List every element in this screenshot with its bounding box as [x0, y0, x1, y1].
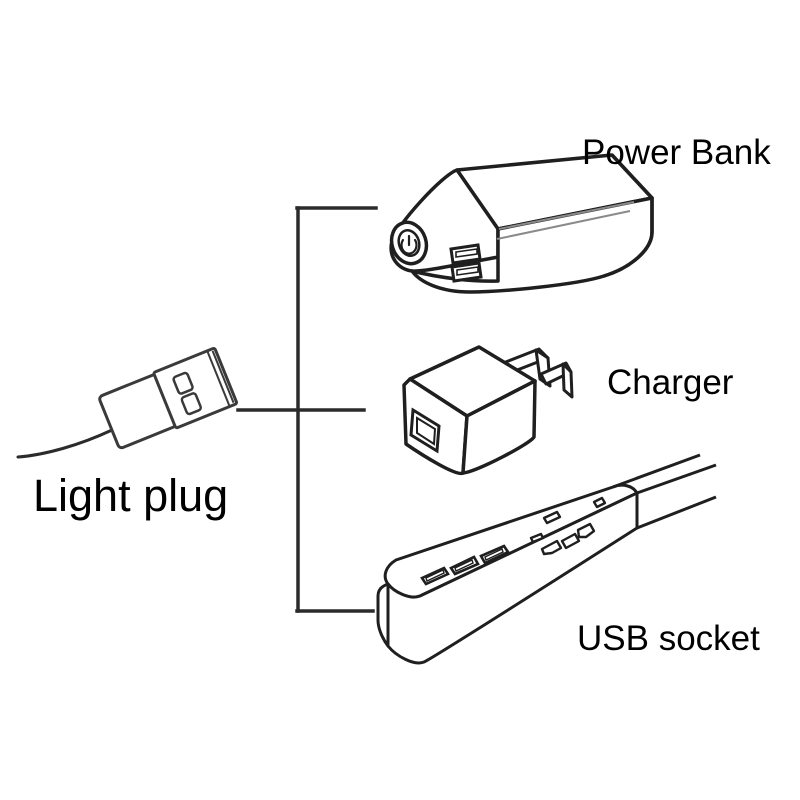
power-bank-highlight-1 — [498, 201, 635, 230]
power-bank-usb-ports — [449, 243, 483, 283]
usb-strip-port-1-tongue — [425, 569, 445, 582]
charger-prong-lower-face — [561, 362, 574, 399]
charger-right-face — [461, 379, 537, 475]
usb-strip-port-3-tongue — [484, 548, 504, 561]
usb-shell-tip-line-2 — [211, 350, 235, 404]
usb-shell-tip-line-1 — [206, 351, 231, 406]
label-power-bank: Power Bank — [582, 133, 771, 172]
usb-shell-dimple-bottom — [180, 392, 202, 416]
usb-strip-port-2-tongue — [454, 559, 474, 572]
usb-cable — [16, 428, 114, 459]
ac-hole-angled-1 — [540, 539, 563, 556]
power-bank-usb-port-bottom-tongue — [456, 266, 479, 276]
usb-strip-left-cap — [376, 582, 390, 648]
label-usb-socket: USB socket — [577, 619, 760, 658]
usb-strip-bottom-edge-extension — [636, 495, 717, 530]
usb-strip-mid-edge-extension — [636, 463, 717, 495]
usb-plug-shell — [152, 346, 238, 430]
ac-hole-angled-3 — [576, 522, 596, 539]
wall-charger-icon — [402, 345, 574, 476]
ac-hole-slot-1 — [542, 510, 562, 525]
usb-plug-icon — [16, 346, 238, 459]
ac-hole-small-2 — [592, 496, 607, 509]
power-bank-usb-port-top-tongue — [455, 248, 478, 258]
usb-strip-ports — [420, 544, 510, 586]
bracket-connector — [236, 206, 378, 613]
label-charger: Charger — [607, 363, 734, 402]
usb-shell-dimple-top — [172, 371, 194, 395]
power-icon-arc — [400, 238, 418, 255]
ac-hole-angled-2 — [560, 532, 581, 550]
power-bank-right-cap — [603, 153, 654, 278]
ac-hole-small-1 — [529, 532, 545, 544]
label-light-plug: Light plug — [33, 470, 229, 521]
charger-usb-port-tongue — [416, 416, 437, 446]
power-bank-icon — [389, 153, 654, 294]
usb-power-strip-icon — [376, 453, 717, 665]
usb-strip-ac-outlet-holes — [529, 496, 607, 556]
power-bank-highlight-2 — [496, 210, 631, 240]
usb-plug-body — [98, 346, 238, 450]
usb-strip-top-edge-extension — [612, 453, 701, 489]
